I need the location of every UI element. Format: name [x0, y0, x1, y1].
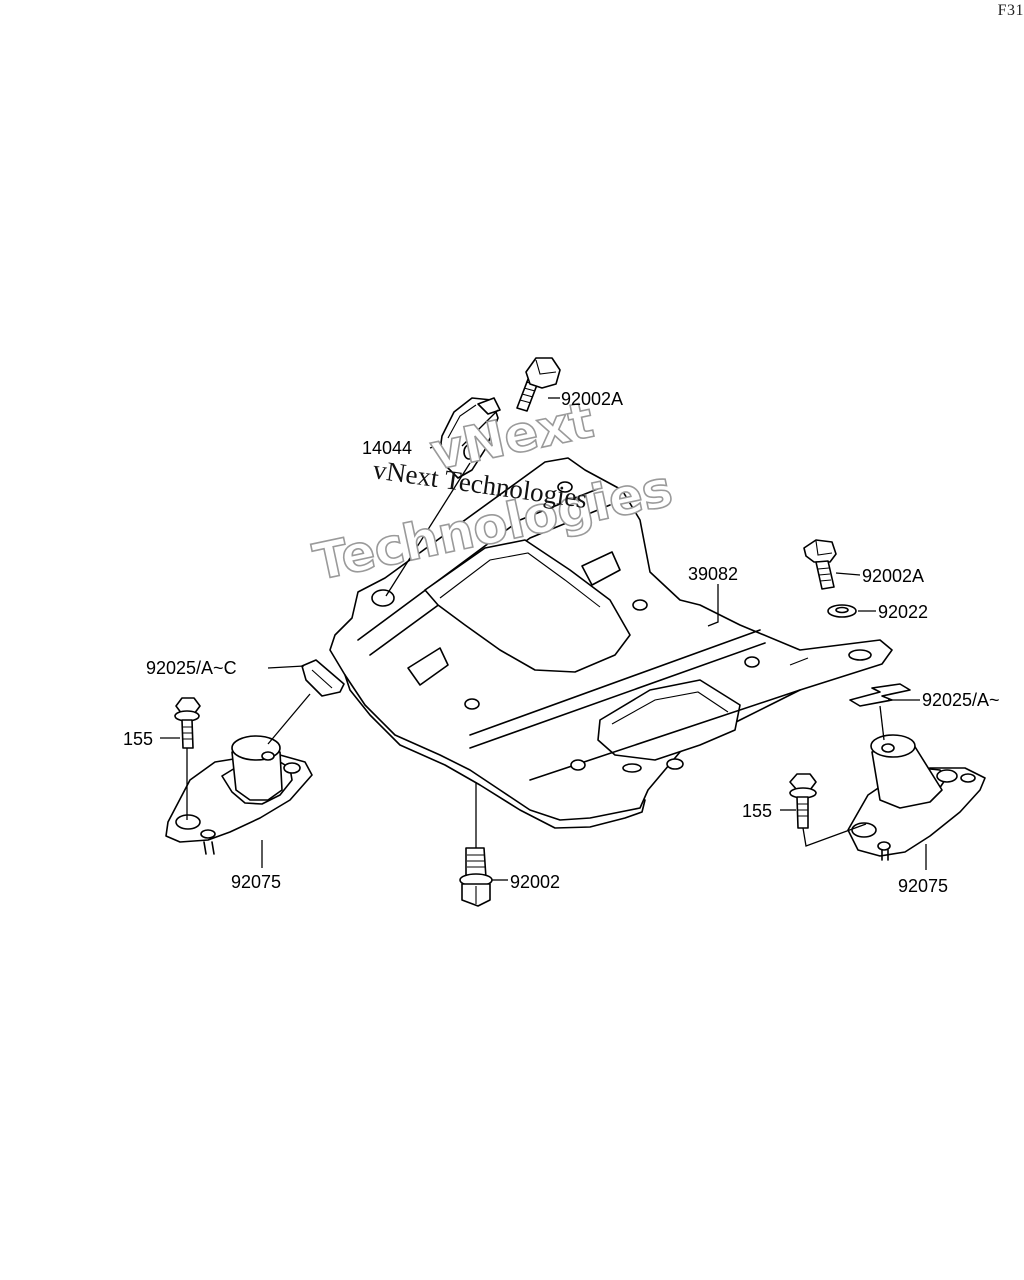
bolt-bottom-drawing: [459, 847, 493, 907]
engine-mount-left-drawing: [165, 735, 313, 855]
leader-lines: [160, 397, 927, 881]
clip-right-drawing: [849, 683, 911, 707]
bracket-drawing: [439, 397, 501, 479]
bolt-small-left-drawing: [174, 697, 201, 749]
page-reference: F31: [997, 2, 1024, 19]
label-clip-right: 92025/A~: [922, 690, 1000, 710]
label-mount-right: 92075: [898, 876, 948, 896]
label-bolt-right: 92002A: [862, 566, 924, 586]
label-bracket: 14044: [362, 438, 412, 458]
label-bolt-small-left: 155: [123, 729, 153, 749]
label-bolt-top: 92002A: [561, 389, 623, 409]
bolt-top-drawing: [516, 357, 561, 412]
label-bolt-small-right: 155: [742, 801, 772, 821]
label-washer-right: 92022: [878, 602, 928, 622]
label-bolt-bottom: 92002: [510, 872, 560, 892]
label-mount-left: 92075: [231, 872, 281, 892]
skid-plate-drawing: [329, 457, 893, 829]
bolt-small-right-drawing: [789, 773, 817, 829]
callout-labels: 92002A 14044 39082 92002A 92022 92025/A~…: [123, 389, 1000, 896]
clip-left-drawing: [301, 659, 345, 697]
washer-drawing: [827, 604, 857, 618]
label-clip-left: 92025/A~C: [146, 658, 237, 678]
bolt-right-drawing: [803, 539, 837, 590]
engine-mount-right-drawing: [847, 734, 986, 861]
label-skid-plate: 39082: [688, 564, 738, 584]
